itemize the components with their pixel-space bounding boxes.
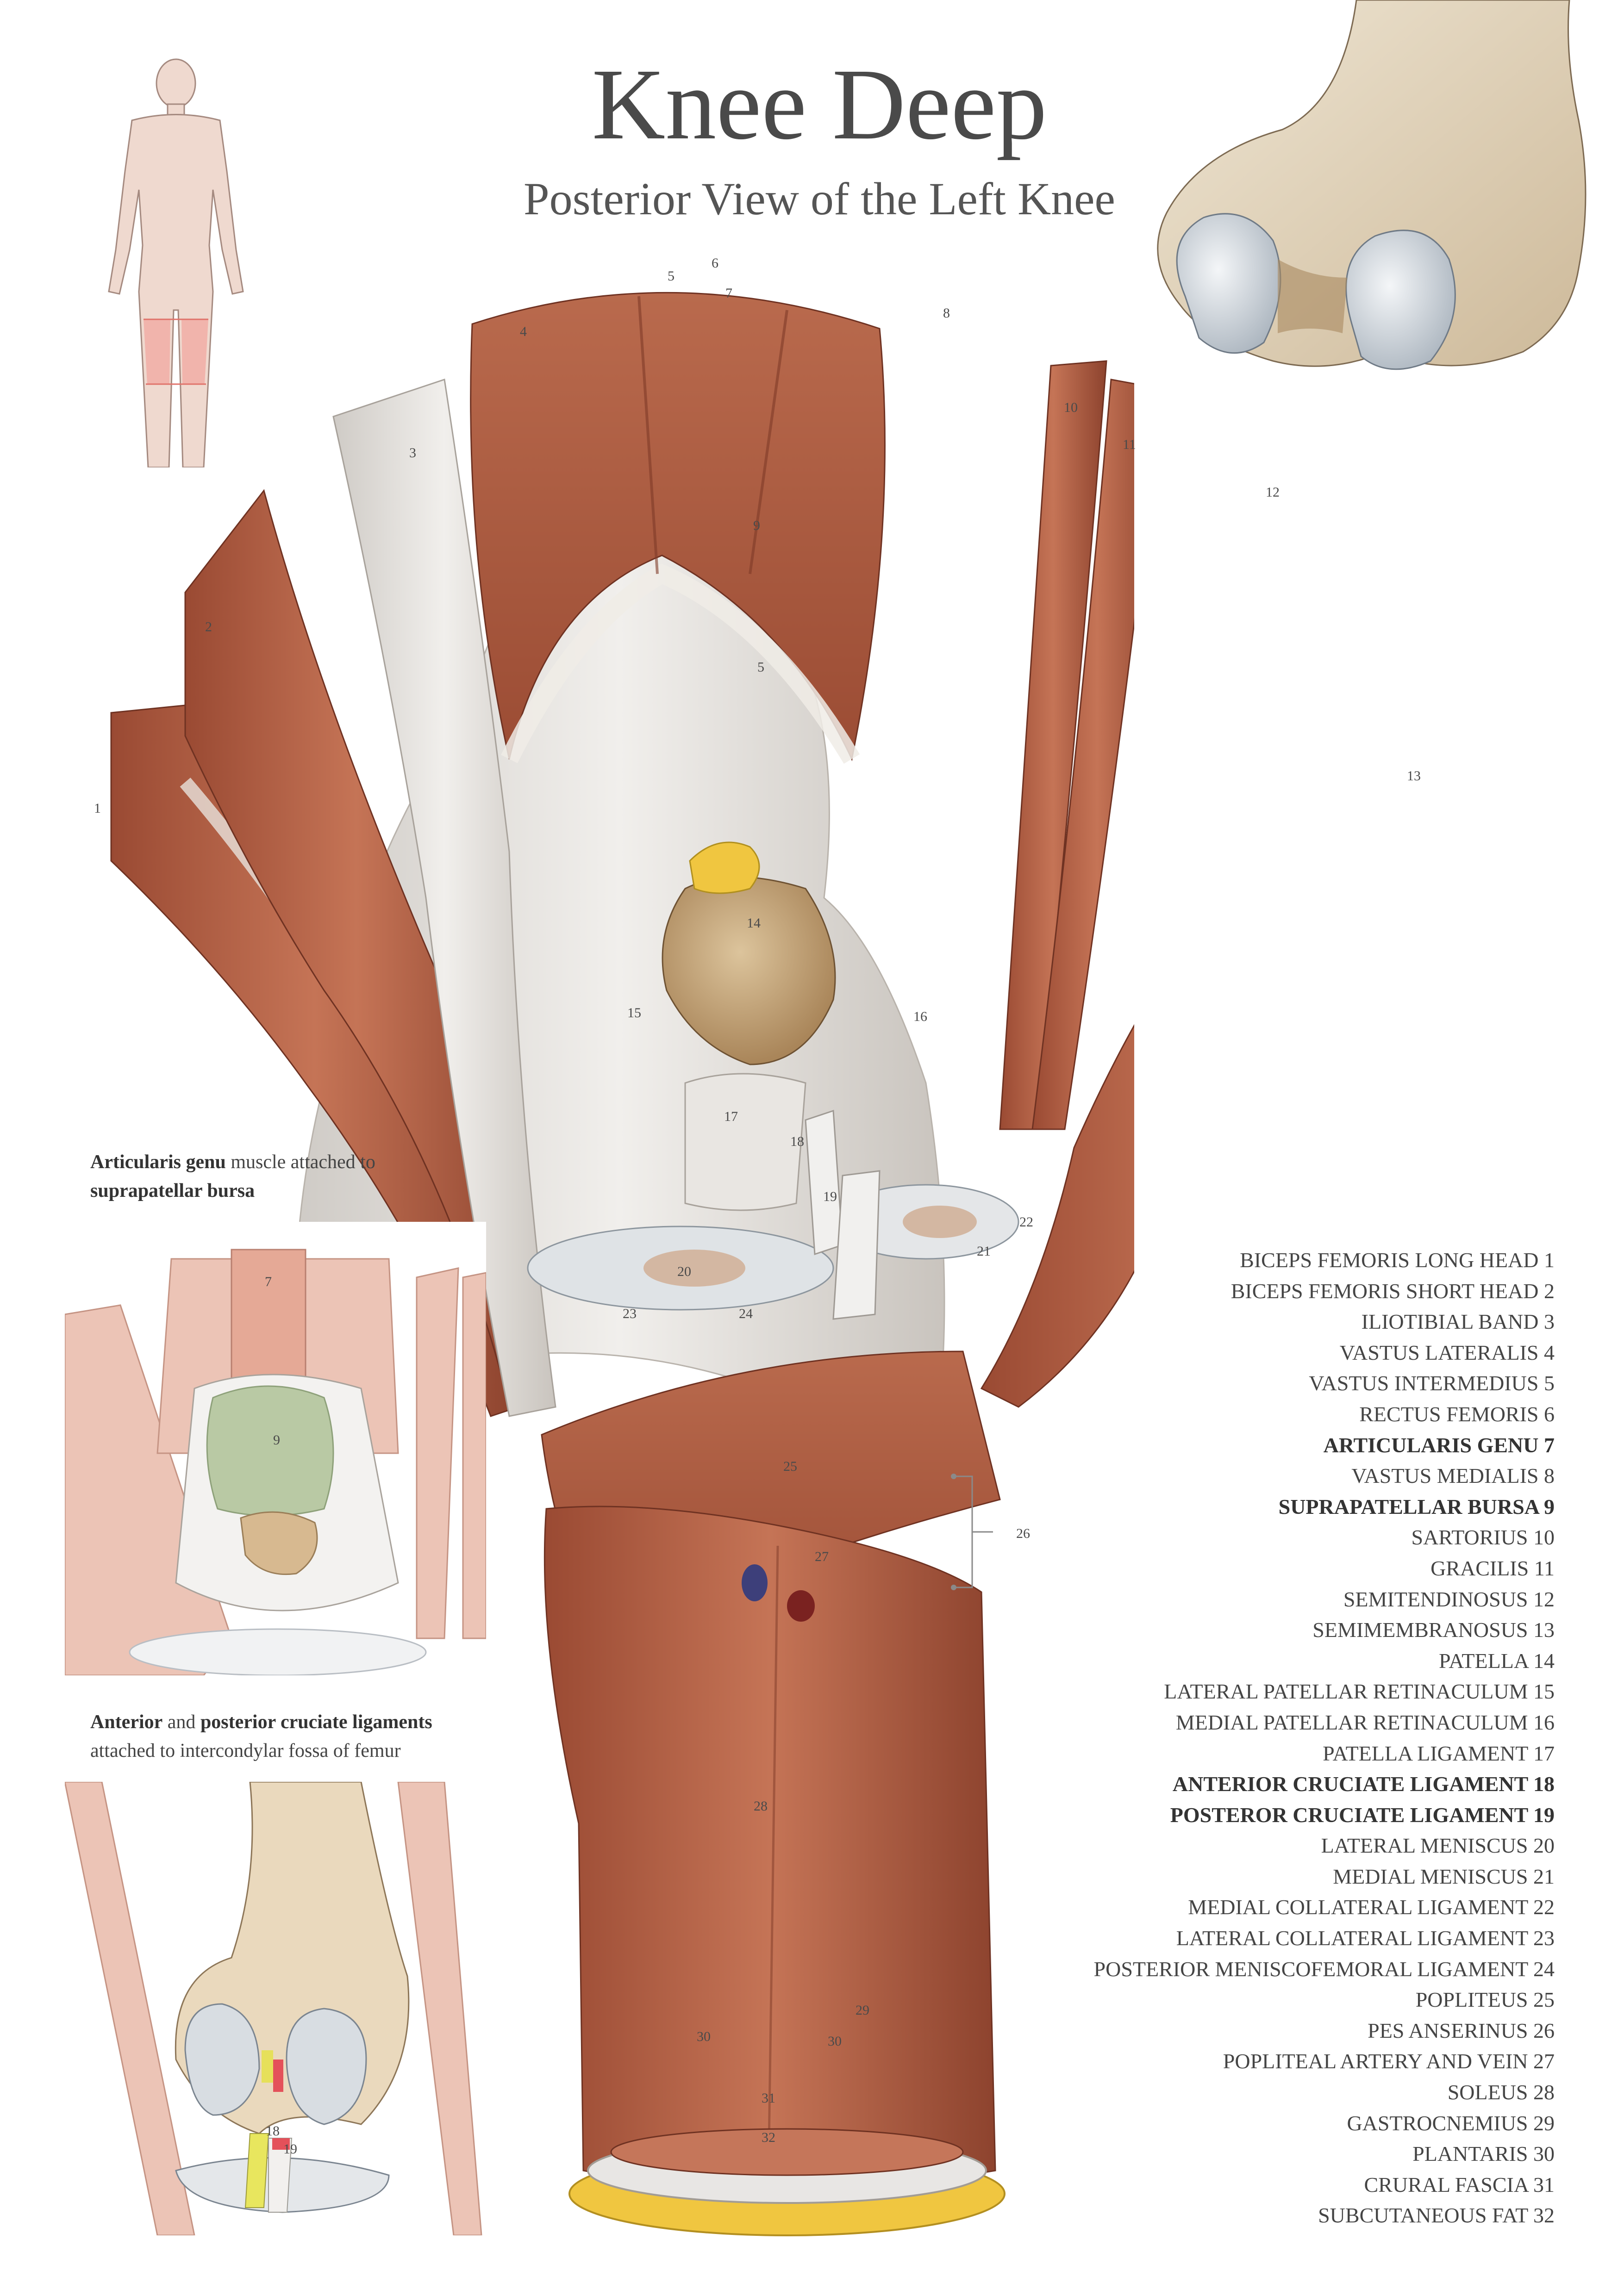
legend-item: ILIOTIBIAL BAND 3 (1361, 1310, 1555, 1334)
legend-item: SUPRAPATELLAR BURSA 9 (1278, 1494, 1555, 1518)
label-16: 16 (913, 1009, 927, 1024)
label-17: 17 (724, 1109, 738, 1124)
label-24: 24 (739, 1306, 753, 1321)
legend-item: MEDIAL COLLATERAL LIGAMENT 22 (1188, 1895, 1555, 1919)
label-30: 30 (697, 2029, 711, 2044)
label-14: 14 (747, 915, 761, 931)
legend-item: POSTERIOR MENISCOFEMORAL LIGAMENT 24 (1093, 1957, 1555, 1981)
label-21: 21 (977, 1244, 991, 1259)
legend-item: PES ANSERINUS 26 (1368, 2018, 1555, 2042)
label-32: 32 (762, 2130, 775, 2145)
legend-item: POPLITEUS 25 (1415, 1988, 1555, 2012)
caption-text: and (162, 1711, 200, 1733)
label-5b: 5 (757, 660, 764, 675)
structure-legend: BICEPS FEMORIS LONG HEAD 1 BICEPS FEMORIS… (906, 1245, 1555, 2231)
inset-suprapatellar-bursa (65, 1222, 486, 1675)
label-13: 13 (1407, 768, 1421, 784)
patella (662, 876, 836, 1065)
legend-item: VASTUS LATERALIS 4 (1339, 1340, 1555, 1364)
label-23: 23 (623, 1306, 637, 1321)
label-12: 12 (1266, 485, 1280, 500)
popliteal-vein (742, 1564, 768, 1601)
legend-item: SARTORIUS 10 (1411, 1525, 1555, 1549)
label-8: 8 (943, 305, 950, 321)
poster-title: Knee Deep (592, 48, 1047, 161)
body-silhouette-icon (108, 58, 244, 467)
inset1-label: 7 (265, 1274, 272, 1289)
label-30b: 30 (828, 2034, 842, 2049)
legend-item: ARTICULARIS GENU 7 (1323, 1433, 1555, 1457)
label-29: 29 (856, 2003, 869, 2018)
caption-bold: suprapatellar bursa (90, 1180, 255, 1201)
legend-item: LATERAL PATELLAR RETINACULUM 15 (1164, 1680, 1555, 1704)
label-28: 28 (754, 1798, 768, 1814)
legend-item: PATELLA LIGAMENT 17 (1323, 1741, 1555, 1765)
legend-item: VASTUS INTERMEDIUS 5 (1309, 1371, 1555, 1395)
semimembranosus (980, 1024, 1134, 1408)
legend-item: SOLEUS 28 (1447, 2080, 1555, 2104)
popliteal-artery (787, 1590, 815, 1622)
label-18: 18 (790, 1134, 804, 1149)
iliotibial-band (332, 379, 556, 1417)
legend-item: GRACILIS 11 (1430, 1556, 1555, 1580)
caption-bold: Articularis genu (90, 1151, 226, 1173)
fat-pad (689, 841, 760, 894)
inset2-caption: Anterior and posterior cruciate ligament… (90, 1708, 432, 1765)
label-20: 20 (677, 1264, 691, 1279)
legend-item: RECTUS FEMORIS 6 (1359, 1402, 1555, 1426)
femur-condyles-illustration (1157, 0, 1587, 370)
label-11: 11 (1123, 437, 1136, 452)
caption-text: muscle attached to (225, 1151, 375, 1173)
legend-item: POPLITEAL ARTERY AND VEIN 27 (1223, 2049, 1555, 2073)
inset1-caption: Articularis genu muscle attached to supr… (90, 1148, 375, 1205)
legend-item: MEDIAL PATELLAR RETINACULUM 16 (1175, 1710, 1555, 1734)
inset2-label: 18 (266, 2123, 280, 2139)
legend-item: SEMIMEMBRANOSUS 13 (1312, 1618, 1555, 1642)
label-1: 1 (94, 801, 101, 816)
label-7: 7 (725, 286, 732, 301)
legend-item: PLANTARIS 30 (1412, 2142, 1555, 2166)
inset-cruciate-ligaments (65, 1782, 486, 2235)
label-3: 3 (409, 445, 416, 460)
inset2-label: 19 (283, 2141, 297, 2157)
label-6: 6 (712, 255, 718, 271)
label-31: 31 (762, 2091, 775, 2106)
legend-item: LATERAL COLLATERAL LIGAMENT 23 (1176, 1926, 1555, 1950)
label-2: 2 (205, 619, 212, 635)
label-15: 15 (627, 1005, 641, 1020)
caption-text: attached to intercondylar fossa of femur (90, 1740, 401, 1761)
legend-item: SEMITENDINOSUS 12 (1343, 1587, 1555, 1611)
patellar-ligament (684, 1073, 806, 1211)
posterior-cruciate-ligament (832, 1170, 881, 1320)
caption-bold: posterior cruciate ligaments (200, 1711, 432, 1733)
legend-item: CRURAL FASCIA 31 (1364, 2172, 1555, 2196)
label-19: 19 (823, 1189, 837, 1204)
legend-item: LATERAL MENISCUS 20 (1321, 1834, 1555, 1858)
legend-item: BICEPS FEMORIS LONG HEAD 1 (1240, 1248, 1555, 1272)
label-25: 25 (783, 1459, 797, 1474)
inset1-label: 9 (273, 1432, 280, 1448)
gracilis (1031, 379, 1134, 1130)
label-5: 5 (668, 268, 675, 284)
legend-item: GASTROCNEMIUS 29 (1347, 2111, 1555, 2135)
caption-bold: Anterior (90, 1711, 163, 1733)
legend-item: MEDIAL MENISCUS 21 (1333, 1864, 1555, 1888)
pes-anserinus-bracket (951, 1474, 993, 1590)
legend-item: PATELLA 14 (1438, 1649, 1555, 1673)
label-27: 27 (815, 1549, 829, 1564)
legend-item: SUBCUTANEOUS FAT 32 (1318, 2203, 1555, 2228)
label-9: 9 (753, 518, 760, 533)
legend-item: BICEPS FEMORIS SHORT HEAD 2 (1230, 1279, 1555, 1303)
label-10: 10 (1064, 400, 1078, 415)
legend-item: VASTUS MEDIALIS 8 (1351, 1464, 1555, 1488)
legend-item: ANTERIOR CRUCIATE LIGAMENT 18 (1172, 1772, 1555, 1796)
knee-highlight (144, 319, 208, 384)
label-22: 22 (1019, 1214, 1033, 1230)
label-26: 26 (1016, 1526, 1030, 1541)
label-4: 4 (520, 324, 527, 339)
legend-item: POSTEROR CRUCIATE LIGAMENT 19 (1170, 1803, 1555, 1827)
poster-subtitle: Posterior View of the Left Knee (524, 173, 1115, 224)
